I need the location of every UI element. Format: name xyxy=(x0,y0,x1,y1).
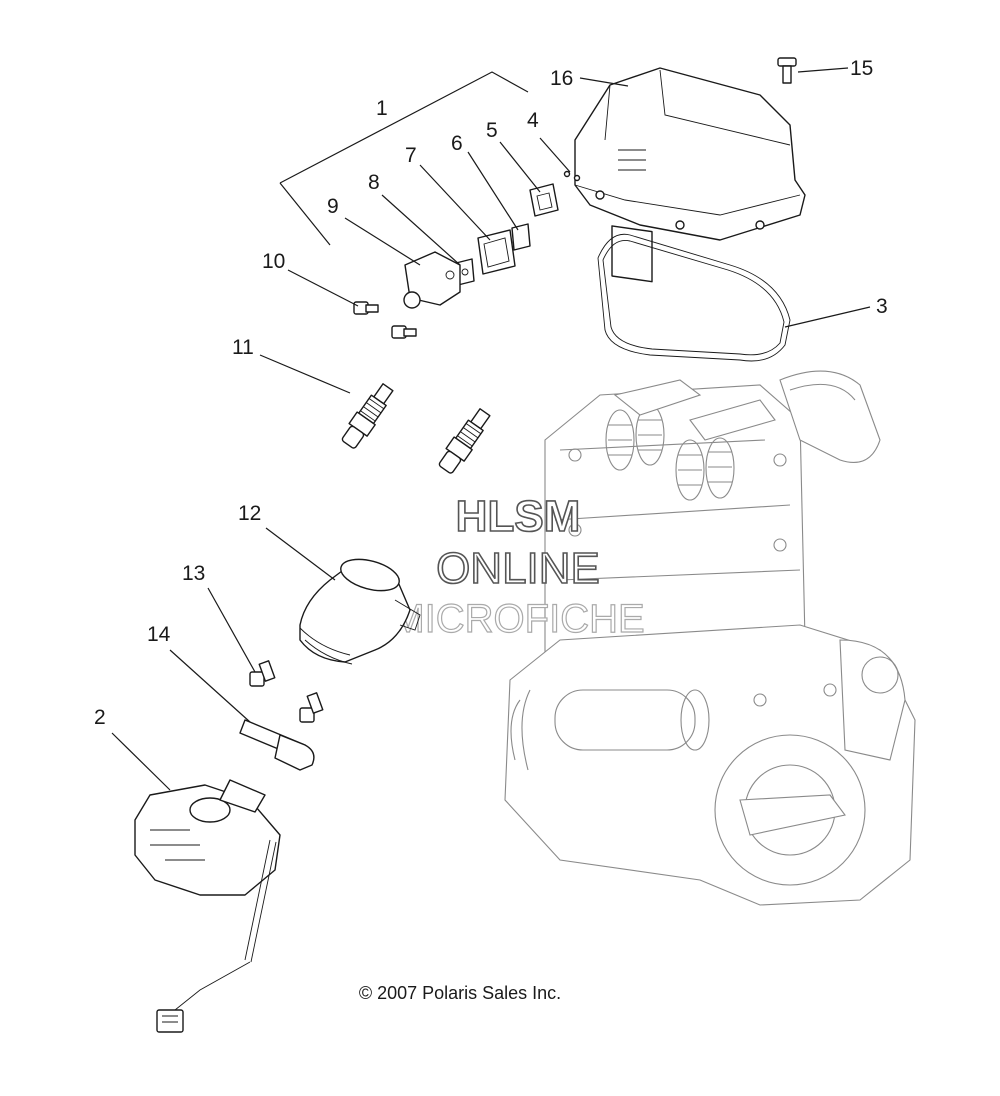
sensor-tube xyxy=(239,719,315,771)
callout-12: 12 xyxy=(238,502,261,525)
valve-cover xyxy=(574,67,806,283)
housing-bolts xyxy=(353,301,417,339)
callout-15: 15 xyxy=(850,57,873,80)
callout-2: 2 xyxy=(94,706,106,729)
square-seal xyxy=(477,229,516,275)
intake-boot xyxy=(299,558,421,665)
callout-numbers: 1 2 3 4 5 6 7 8 9 10 11 12 13 14 15 16 xyxy=(94,57,888,729)
boot-bolts xyxy=(249,660,324,723)
breather-housing xyxy=(403,251,461,309)
leader-lines xyxy=(111,67,871,791)
throttle-body xyxy=(134,779,281,1033)
callout-5: 5 xyxy=(486,119,498,142)
callout-13: 13 xyxy=(182,562,205,585)
cover-gasket xyxy=(597,233,791,362)
callout-10: 10 xyxy=(262,250,285,273)
callout-3: 3 xyxy=(876,295,888,318)
watermark-line-2: ONLINE xyxy=(436,544,600,593)
thin-gasket xyxy=(511,223,531,251)
callout-4: 4 xyxy=(527,109,539,132)
callout-1: 1 xyxy=(376,97,388,120)
callout-9: 9 xyxy=(327,195,339,218)
callout-11: 11 xyxy=(232,336,254,359)
spark-plugs xyxy=(341,383,491,474)
callout-7: 7 xyxy=(405,144,417,167)
callout-6: 6 xyxy=(451,132,463,155)
callout-16: 16 xyxy=(550,67,573,90)
watermark: HLSM ONLINE MICROFICHE xyxy=(391,491,646,641)
cover-bolt xyxy=(777,57,797,84)
watermark-line-3: MICROFICHE xyxy=(391,597,644,641)
copyright-notice: © 2007 Polaris Sales Inc. xyxy=(358,983,562,1003)
callout-14: 14 xyxy=(147,623,171,646)
engine-assembly xyxy=(504,370,916,906)
watermark-line-1: HLSM xyxy=(456,492,581,541)
small-pins xyxy=(563,170,581,182)
callout-8: 8 xyxy=(368,171,380,194)
reed-plate xyxy=(529,183,559,217)
